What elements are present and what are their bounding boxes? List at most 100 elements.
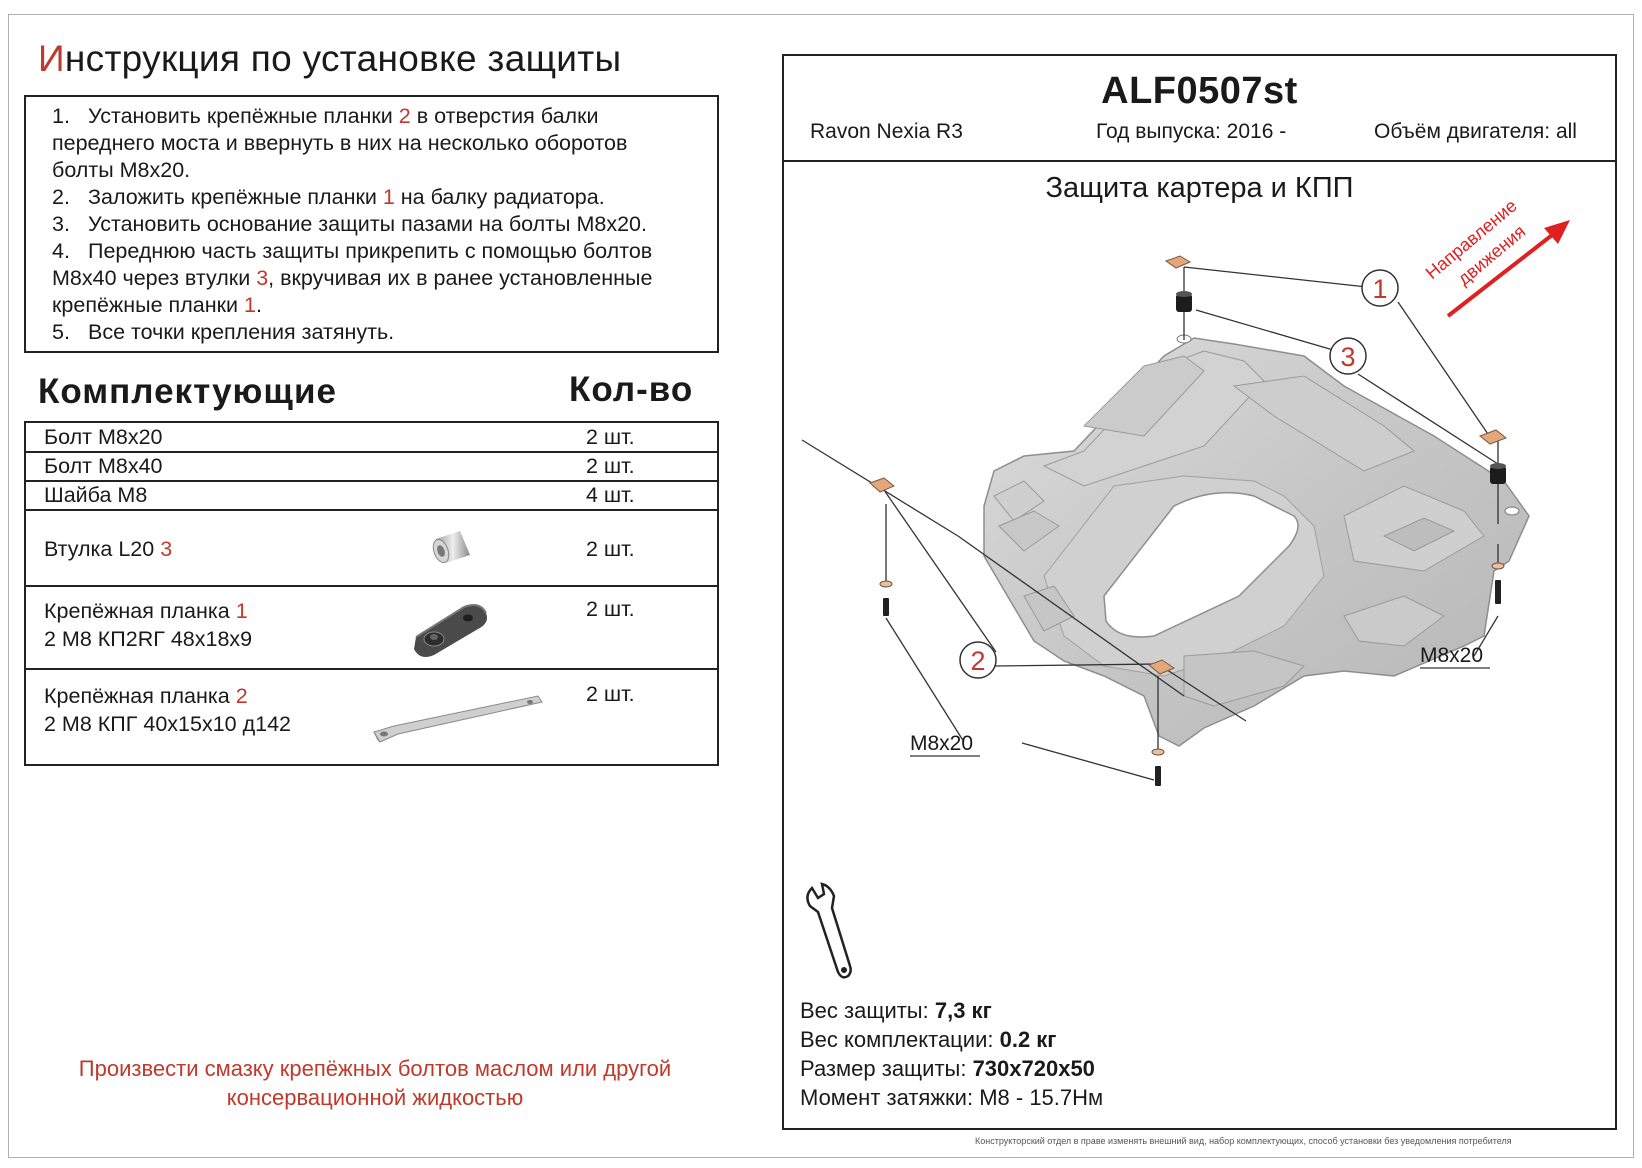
part-name-text: Крепёжная планка — [44, 684, 236, 708]
step-ref: 3 — [256, 266, 269, 290]
step-text: , вкручивая их в ранее установленные — [268, 266, 653, 290]
bolt-label-left: М8х20 — [910, 732, 980, 757]
disclaimer: Конструкторский отдел в праве изменять в… — [975, 1136, 1512, 1146]
step-5: 5. Все точки крепления затянуть. — [52, 319, 707, 346]
part-name-text: Крепёжная планка — [44, 599, 236, 623]
step-text: болты М8х20. — [52, 158, 191, 182]
engine-volume: Объём двигателя: all — [1374, 120, 1577, 143]
callout-number: 2 — [970, 646, 985, 676]
step-number: 3. — [52, 212, 70, 236]
bolt-label: М8х20 — [1420, 644, 1483, 667]
bushing-icon — [432, 531, 470, 564]
note-line: консервационной жидкостью — [226, 1085, 524, 1110]
step-ref: 2 — [398, 104, 411, 128]
spec-label: Вес защиты: — [800, 998, 935, 1023]
step-text: Все точки крепления затянуть. — [88, 320, 395, 344]
table-row: Крепёжная планка 2 2 М8 КПГ 40х15х10 д142… — [26, 670, 717, 764]
step-text: крепёжные планки — [52, 293, 244, 317]
part-name: Крепёжная планка 1 2 М8 КП2RГ 48х18х9 — [44, 597, 252, 653]
table-row: Втулка L20 3 2 шт. — [26, 511, 717, 587]
spec-kit-weight: Вес комплектации: 0.2 кг — [800, 1025, 1103, 1054]
part-spec: 2 М8 КПГ 40х15х10 д142 — [44, 712, 291, 736]
step-text: Заложить крепёжные планки — [88, 185, 383, 209]
step-2: 2. Заложить крепёжные планки 1 на балку р… — [52, 184, 707, 211]
spec-weight: Вес защиты: 7,3 кг — [800, 996, 1103, 1025]
instruction-steps: 1. Установить крепёжные планки 2 в отверс… — [24, 95, 719, 353]
step-number: 2. — [52, 185, 70, 209]
part-name: Болт М8х40 — [44, 454, 163, 478]
part-ref: 2 — [235, 684, 248, 708]
spec-value: 0.2 кг — [999, 1027, 1057, 1052]
step-ref: 1 — [382, 185, 395, 209]
table-row: Болт М8х40 2 шт. — [26, 453, 717, 482]
part-qty: 2 шт. — [586, 597, 635, 621]
step-3: 3. Установить основание защиты пазами на … — [52, 211, 707, 238]
step-1: 1. Установить крепёжные планки 2 в отверс… — [52, 103, 707, 184]
product-panel: ALF0507st Ravon Nexia R3 Год выпуска: 20… — [782, 54, 1617, 1130]
mounting-plate-2-icon — [373, 695, 543, 743]
step-number: 5. — [52, 320, 70, 344]
lubrication-note: Произвести смазку крепёжных болтов масло… — [30, 1054, 720, 1112]
car-model: Ravon Nexia R3 — [810, 120, 963, 143]
components-heading: Комплектующие — [38, 372, 337, 411]
spec-value: 7,3 кг — [934, 998, 992, 1023]
bolts — [883, 580, 1501, 786]
table-row: Крепёжная планка 1 2 М8 КП2RГ 48х18х9 2 ш… — [26, 587, 717, 670]
spec-value: 730х720х50 — [972, 1056, 1095, 1081]
product-header: ALF0507st Ravon Nexia R3 Год выпуска: 20… — [784, 56, 1615, 162]
step-ref: 1 — [243, 293, 256, 317]
spec-label: Момент затяжки: — [800, 1085, 980, 1110]
callout-2: 2 — [959, 641, 997, 679]
part-name-text: Втулка L20 — [44, 537, 161, 561]
step-text: М8х40 через втулки — [52, 266, 257, 290]
page-frame — [8, 14, 1634, 1158]
installation-diagram: 1 3 2 М8х20 М8х20 Направление движения — [801, 195, 1570, 979]
part-name: Крепёжная планка 2 2 М8 КПГ 40х15х10 д142 — [44, 682, 291, 738]
step-text: . — [255, 293, 262, 317]
title-initial: И — [38, 38, 65, 79]
part-ref: 1 — [235, 599, 248, 623]
step-text: Установить крепёжные планки — [88, 104, 399, 128]
specs-block: Вес защиты: 7,3 кг Вес комплектации: 0.2… — [800, 996, 1103, 1112]
step-text: на балку радиатора. — [394, 185, 605, 209]
bolt-label: М8х20 — [910, 732, 973, 755]
part-qty: 2 шт. — [586, 682, 635, 706]
step-number: 4. — [52, 239, 70, 263]
spec-label: Размер защиты: — [800, 1056, 973, 1081]
step-text: Установить основание защиты пазами на бо… — [88, 212, 647, 236]
bushings — [1176, 291, 1506, 484]
callout-1: 1 — [1361, 269, 1399, 307]
parts-table: Болт М8х20 2 шт. Болт М8х40 2 шт. Шайба … — [24, 421, 719, 766]
mounting-plate-1-icon — [414, 604, 487, 657]
spec-torque: Момент затяжки: М8 - 15.7Нм — [800, 1083, 1103, 1112]
callout-3: 3 — [1329, 337, 1367, 375]
step-text: переднего моста и ввернуть в них на неск… — [52, 131, 628, 155]
table-row: Шайба М8 4 шт. — [26, 482, 717, 511]
part-name: Втулка L20 3 — [44, 537, 172, 562]
callout-number: 1 — [1372, 274, 1387, 304]
page-title: Инструкция по установке защиты — [38, 38, 621, 80]
note-line: Произвести смазку крепёжных болтов масло… — [78, 1056, 672, 1081]
spec-size: Размер защиты: 730х720х50 — [800, 1054, 1103, 1083]
step-4: 4. Переднюю часть защиты прикрепить с пом… — [52, 238, 707, 319]
production-year: Год выпуска: 2016 - — [1096, 120, 1287, 143]
washers — [879, 562, 1505, 756]
part-qty: 2 шт. — [586, 425, 635, 449]
part-qty: 2 шт. — [586, 454, 635, 478]
table-row: Болт М8х20 2 шт. — [26, 423, 717, 453]
spec-value: М8 - 15.7Нм — [979, 1085, 1104, 1110]
bolt-label-right: М8х20 — [1420, 644, 1490, 669]
product-subtitle: Защита картера и КПП — [1045, 172, 1354, 204]
quantity-heading: Кол-во — [569, 370, 694, 409]
step-text: Переднюю часть защиты прикрепить с помощ… — [88, 239, 653, 263]
direction-arrow: Направление движения — [1422, 195, 1570, 318]
step-text: в отверстия балки — [410, 104, 599, 128]
spec-label: Вес комплектации: — [800, 1027, 1000, 1052]
title-text: нструкция по установке защиты — [64, 38, 622, 79]
step-number: 1. — [52, 104, 70, 128]
part-spec: 2 М8 КП2RГ 48х18х9 — [44, 627, 253, 651]
part-name: Болт М8х20 — [44, 425, 163, 449]
part-ref: 3 — [160, 537, 173, 561]
part-name: Шайба М8 — [44, 483, 148, 507]
wrench-icon — [806, 882, 852, 979]
